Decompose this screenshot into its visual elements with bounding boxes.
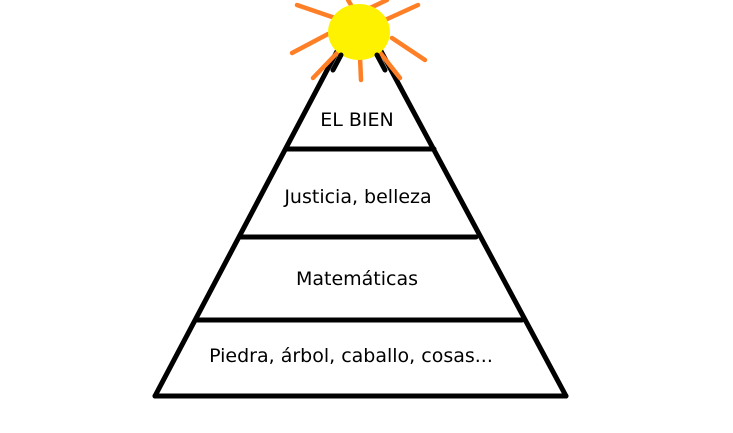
pyramid-right-edge xyxy=(372,37,569,399)
level-label-el-bien: EL BIEN xyxy=(320,109,394,131)
pyramid-left-edge xyxy=(152,37,346,399)
level-label-justicia-belleza: Justicia, belleza xyxy=(284,186,432,208)
level-label-matematicas: Matemáticas xyxy=(295,268,419,290)
level-label-cosas: Piedra, árbol, caballo, cosas... xyxy=(209,345,493,367)
sun-icon xyxy=(328,4,390,60)
pyramid-outline xyxy=(152,37,569,399)
